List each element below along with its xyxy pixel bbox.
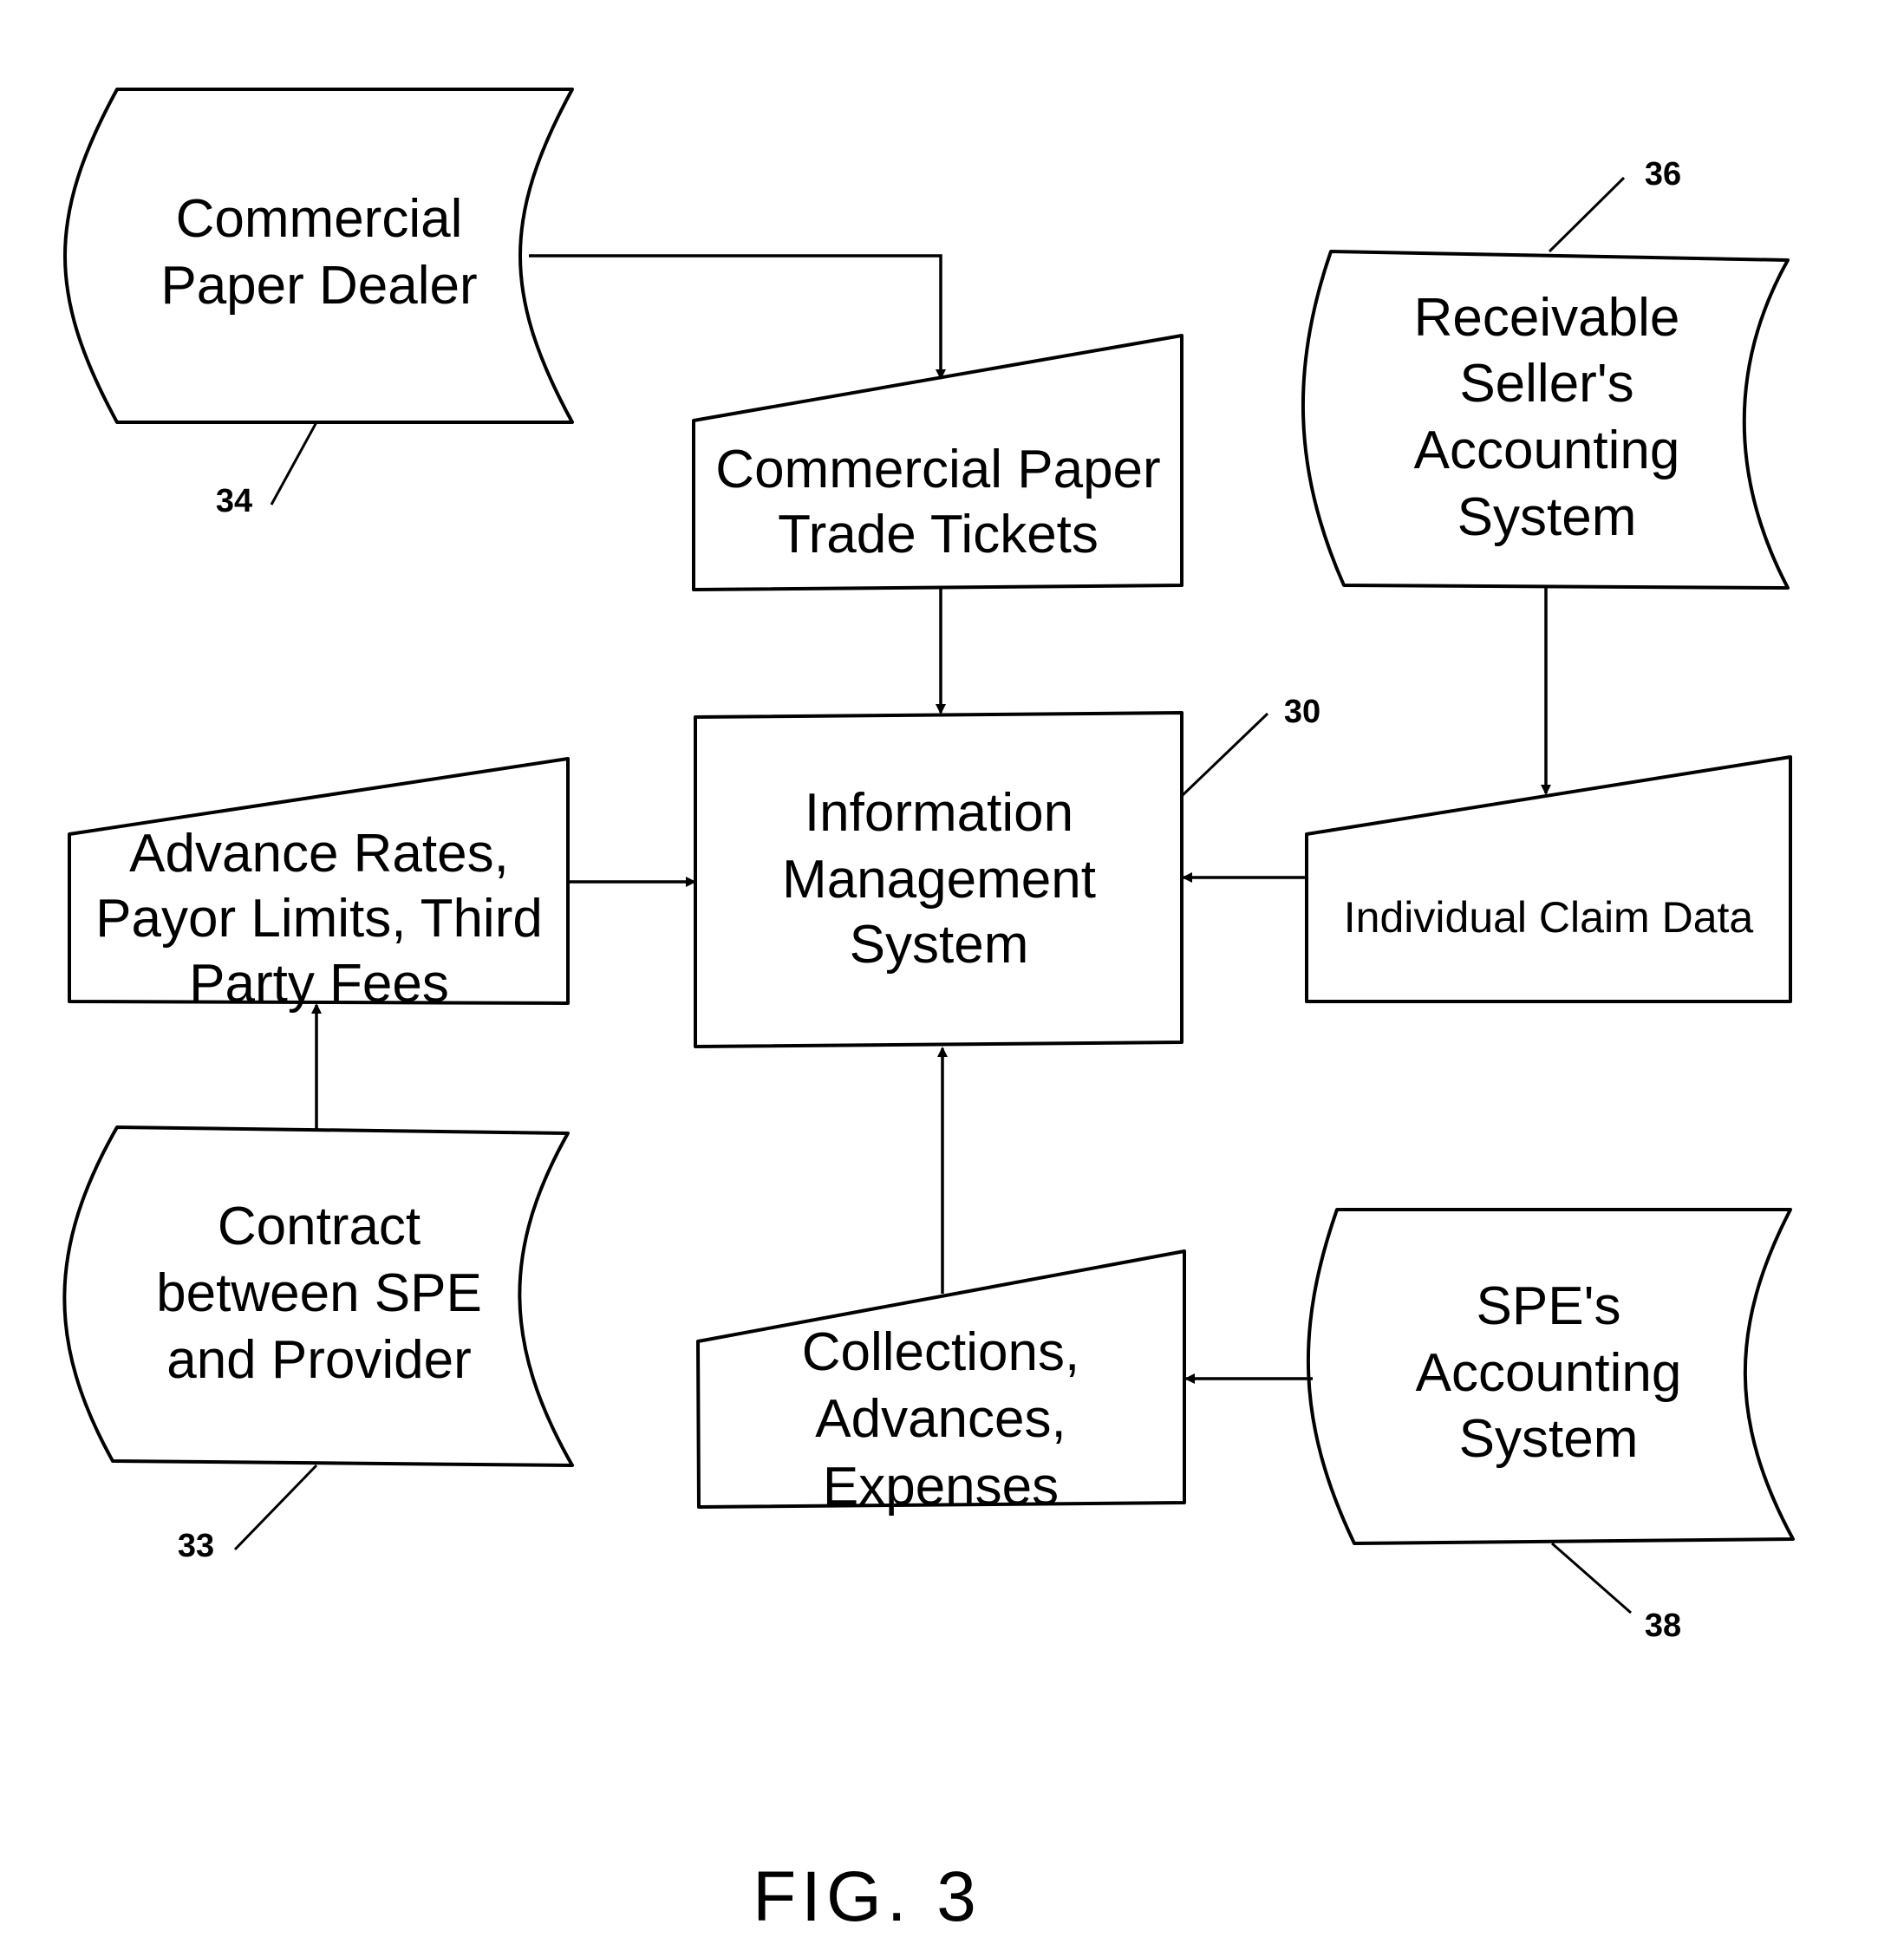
node-label-line: System: [850, 915, 1029, 975]
manual-input-shape: [1307, 757, 1790, 1001]
svg-text:Commercial: Commercial: [176, 189, 463, 249]
node-label-line: Information: [805, 783, 1073, 843]
svg-text:Receivable: Receivable: [1414, 288, 1680, 348]
svg-text:Payor Limits, Third: Payor Limits, Third: [95, 889, 543, 949]
figure-caption: FIG. 3: [753, 1857, 981, 1936]
svg-text:Party Fees: Party Fees: [189, 954, 449, 1014]
svg-text:Commercial Paper: Commercial Paper: [715, 440, 1160, 499]
svg-text:SPE's: SPE's: [1477, 1276, 1621, 1336]
leader-line-34: [271, 422, 316, 505]
node-label-line: between SPE: [156, 1263, 482, 1323]
leader-line-30: [1182, 714, 1268, 796]
reference-numeral: 33: [178, 1528, 214, 1564]
svg-text:System: System: [1457, 487, 1637, 547]
node-label-line: Payor Limits, Third: [95, 889, 543, 949]
node-label-line: Trade Tickets: [778, 505, 1099, 564]
node-label-line: Collections,: [802, 1322, 1079, 1382]
spe-accounting-node: SPE's Accounting System: [1308, 1210, 1793, 1543]
individual-claim-data-node: Individual Claim Data: [1307, 757, 1790, 1001]
svg-text:Seller's: Seller's: [1459, 354, 1633, 414]
node-label-line: Advance Rates,: [129, 824, 509, 884]
node-label-line: Party Fees: [189, 954, 449, 1014]
node-label-line: Accounting: [1414, 421, 1680, 480]
node-label-line: SPE's: [1477, 1276, 1621, 1336]
svg-text:Advance Rates,: Advance Rates,: [129, 824, 509, 884]
svg-text:Accounting: Accounting: [1414, 421, 1680, 480]
node-label-line: Advances,: [815, 1389, 1066, 1449]
node-label-line: Commercial: [176, 189, 463, 249]
svg-text:Advances,: Advances,: [815, 1389, 1066, 1449]
advance-rates-node: Advance Rates, Payor Limits, Third Party…: [69, 759, 568, 1014]
svg-text:System: System: [850, 915, 1029, 975]
node-label-line: Management: [782, 850, 1096, 910]
node-label-line: Individual Claim Data: [1344, 893, 1754, 942]
svg-text:Information: Information: [805, 783, 1073, 843]
svg-text:Collections,: Collections,: [802, 1322, 1079, 1382]
leader-line-36: [1549, 178, 1624, 251]
node-label-line: Seller's: [1459, 354, 1633, 414]
contract-spe-provider-node: Contract between SPE and Provider: [64, 1127, 572, 1465]
node-label-line: Contract: [218, 1197, 421, 1256]
commercial-paper-dealer-node: Commercial Paper Dealer: [65, 89, 572, 422]
svg-text:between SPE: between SPE: [156, 1263, 482, 1323]
node-label-line: System: [1457, 487, 1637, 547]
reference-numeral: 30: [1284, 694, 1320, 730]
trade-tickets-node: Commercial Paper Trade Tickets: [694, 336, 1182, 590]
arrow-dealer-to-tickets: [529, 256, 941, 378]
svg-text:Accounting: Accounting: [1416, 1343, 1682, 1403]
reference-numeral: 34: [216, 483, 252, 519]
reference-numeral: 38: [1645, 1608, 1681, 1644]
information-management-system-node: Information Management System: [695, 713, 1182, 1047]
node-label-line: Receivable: [1414, 288, 1680, 348]
node-label-line: Commercial Paper: [715, 440, 1160, 499]
leader-line-33: [235, 1465, 316, 1549]
svg-text:Individual Claim Data: Individual Claim Data: [1344, 893, 1754, 942]
svg-text:System: System: [1459, 1409, 1639, 1469]
receivable-seller-accounting-node: Receivable Seller's Accounting System: [1303, 251, 1788, 588]
svg-text:Paper Dealer: Paper Dealer: [160, 256, 477, 316]
node-label-line: Accounting: [1416, 1343, 1682, 1403]
node-label-line: Paper Dealer: [160, 256, 477, 316]
node-label-line: and Provider: [166, 1330, 472, 1390]
svg-text:and Provider: and Provider: [166, 1330, 472, 1390]
svg-text:Contract: Contract: [218, 1197, 421, 1256]
leader-line-38: [1552, 1543, 1631, 1613]
node-label-line: System: [1459, 1409, 1639, 1469]
reference-numeral: 36: [1645, 156, 1681, 192]
svg-text:Management: Management: [782, 850, 1096, 910]
svg-text:Expenses: Expenses: [823, 1457, 1059, 1517]
node-label-line: Expenses: [823, 1457, 1059, 1517]
svg-text:Trade Tickets: Trade Tickets: [778, 505, 1099, 564]
